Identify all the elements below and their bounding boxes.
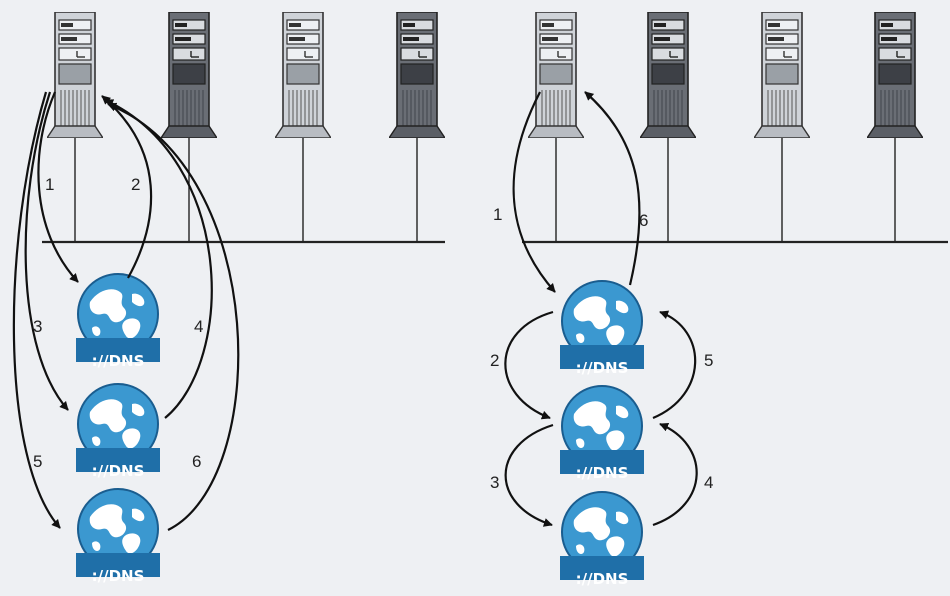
dns-server-2: ://DNS — [560, 386, 644, 482]
server-computer — [275, 12, 331, 138]
server-computer — [389, 12, 445, 138]
right-panel: ://DNS ://DNS ://DNS 1 6 2 5 3 4 — [490, 12, 948, 588]
arrow-step-6 — [585, 92, 640, 285]
dns-label: ://DNS — [92, 462, 145, 480]
step-label-3: 3 — [33, 317, 42, 336]
client-computer — [47, 12, 103, 138]
dns-server-3: ://DNS — [560, 492, 644, 588]
server-computer — [867, 12, 923, 138]
arrow-step-3 — [506, 425, 553, 525]
step-label-3: 3 — [490, 473, 499, 492]
left-panel: ://DNS ://DNS ://DNS 1 2 3 4 5 6 — [14, 12, 445, 585]
dns-label: ://DNS — [576, 570, 629, 588]
server-computer — [161, 12, 217, 138]
dns-server-1: ://DNS — [560, 281, 644, 377]
step-label-6: 6 — [639, 211, 648, 230]
step-label-2: 2 — [490, 351, 499, 370]
arrow-step-2 — [505, 312, 553, 418]
arrow-step-4 — [105, 100, 212, 418]
dns-label: ://DNS — [92, 352, 145, 370]
step-label-4: 4 — [704, 473, 713, 492]
dns-label: ://DNS — [576, 464, 629, 482]
step-label-1: 1 — [493, 205, 502, 224]
server-computer — [754, 12, 810, 138]
step-label-2: 2 — [131, 175, 140, 194]
dns-server-3: ://DNS — [76, 489, 160, 585]
client-computer — [528, 12, 584, 138]
step-label-6: 6 — [192, 452, 201, 471]
dns-server-2: ://DNS — [76, 384, 160, 480]
step-label-5: 5 — [33, 452, 42, 471]
server-computer — [640, 12, 696, 138]
arrow-step-4 — [653, 424, 697, 525]
step-label-1: 1 — [45, 175, 54, 194]
arrow-step-5 — [653, 312, 695, 418]
arrow-step-3 — [26, 92, 68, 410]
dns-label: ://DNS — [576, 359, 629, 377]
dns-server-1: ://DNS — [76, 274, 160, 370]
step-label-4: 4 — [194, 317, 203, 336]
dns-label: ://DNS — [92, 567, 145, 585]
step-label-5: 5 — [704, 351, 713, 370]
